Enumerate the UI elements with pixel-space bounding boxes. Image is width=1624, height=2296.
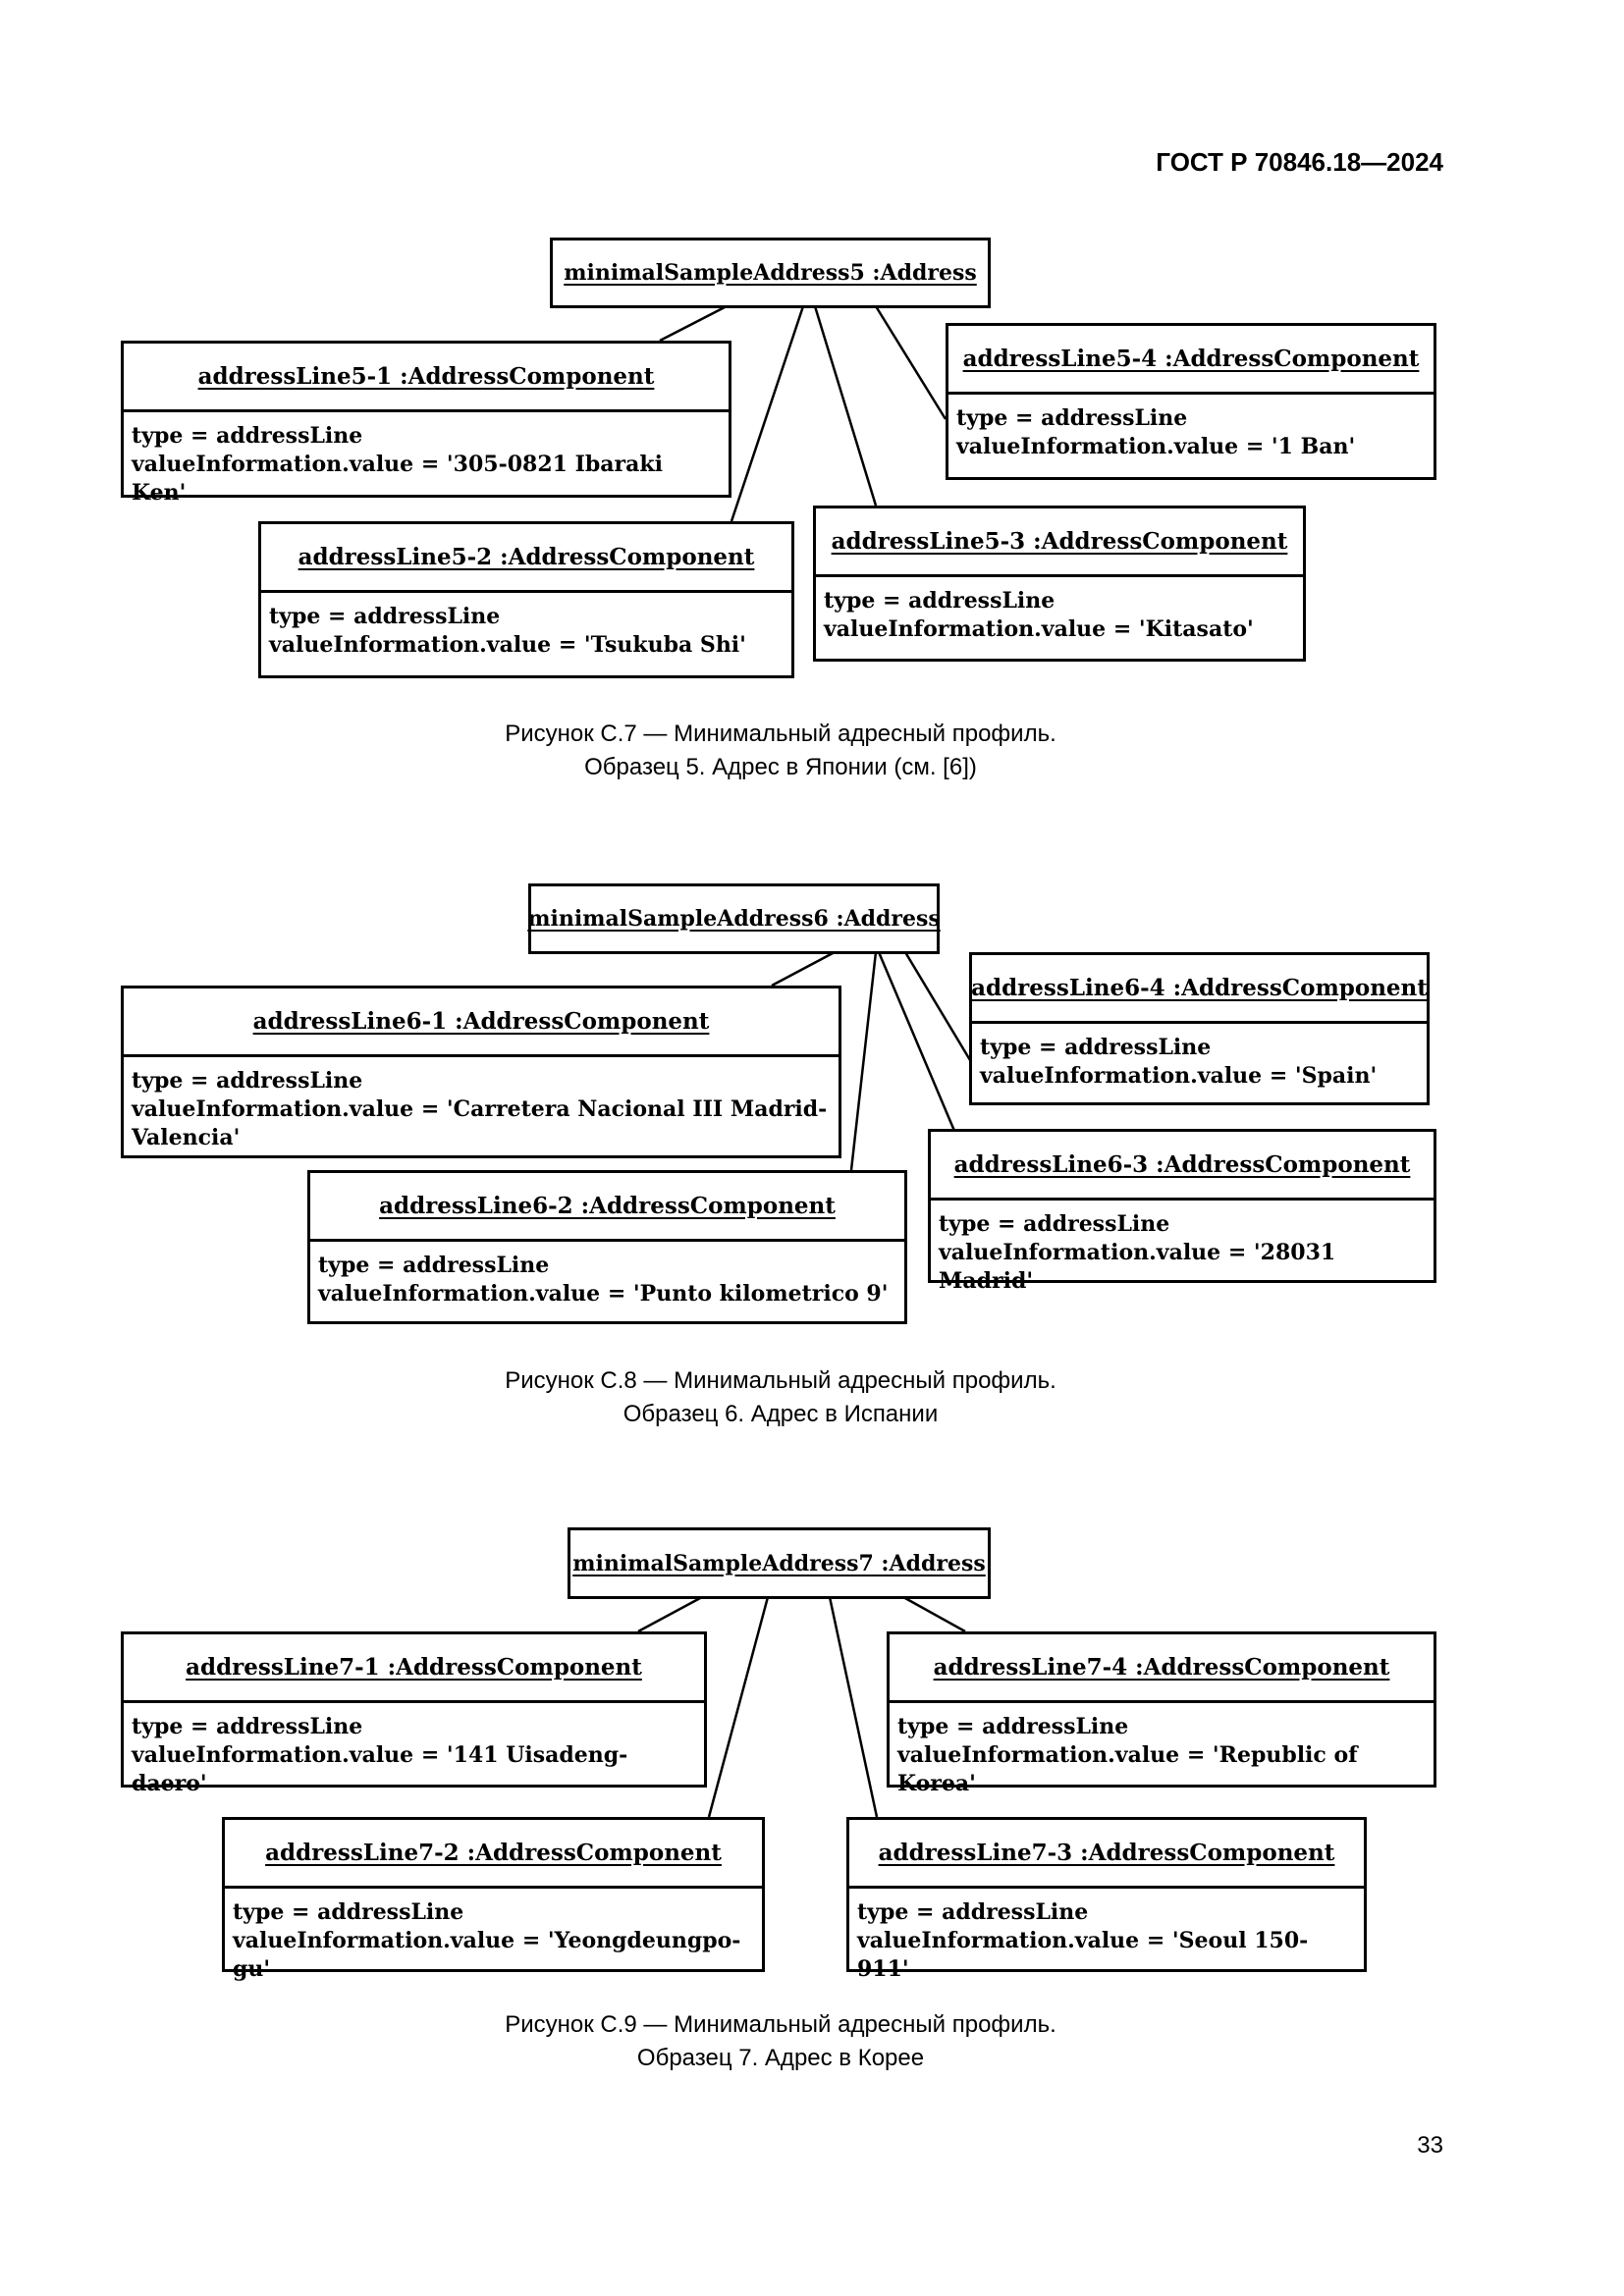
attribute-type: type = addressLine bbox=[269, 604, 501, 629]
attribute-value: valueInformation.value = '1 Ban' bbox=[956, 434, 1356, 459]
component-box-title: addressLine6-1 :AddressComponent bbox=[124, 988, 839, 1057]
component-box-6-2: addressLine6-2 :AddressComponent type = … bbox=[307, 1170, 907, 1324]
connector-7-2 bbox=[707, 1596, 770, 1818]
component-box-title: addressLine5-2 :AddressComponent bbox=[261, 524, 791, 593]
component-box-title: addressLine5-3 :AddressComponent bbox=[816, 508, 1303, 577]
component-box-title: addressLine6-2 :AddressComponent bbox=[310, 1173, 904, 1242]
component-box-title: addressLine6-4 :AddressComponent bbox=[971, 955, 1428, 1024]
attribute-value: valueInformation.value = 'Seoul 150-911' bbox=[857, 1928, 1309, 1982]
component-box-title: addressLine7-2 :AddressComponent bbox=[225, 1820, 762, 1889]
root-box-address6: minimalSampleAddress6 :Address bbox=[527, 883, 941, 954]
component-box-6-3: addressLine6-3 :AddressComponent type = … bbox=[928, 1129, 1436, 1294]
component-box-6-1: addressLine6-1 :AddressComponent type = … bbox=[121, 986, 841, 1158]
attribute-type: type = addressLine bbox=[897, 1714, 1129, 1739]
attribute-value: valueInformation.value = '28031 Madrid' bbox=[939, 1240, 1343, 1294]
component-box-7-3: addressLine7-3 :AddressComponent type = … bbox=[846, 1817, 1367, 1982]
component-box-attributes: type = addressLine valueInformation.valu… bbox=[849, 1889, 1364, 1984]
component-box-5-3: addressLine5-3 :AddressComponent type = … bbox=[813, 506, 1306, 662]
root-box-title: minimalSampleAddress7 :Address bbox=[572, 1550, 986, 1576]
attribute-type: type = addressLine bbox=[980, 1035, 1212, 1060]
component-box-attributes: type = addressLine valueInformation.valu… bbox=[124, 1703, 704, 1798]
component-box-title: addressLine7-4 :AddressComponent bbox=[890, 1634, 1434, 1703]
component-box-7-2: addressLine7-2 :AddressComponent type = … bbox=[222, 1817, 765, 1982]
figure-caption-c9: Рисунок С.9 — Минимальный адресный профи… bbox=[295, 2008, 1267, 2075]
connector-5-3 bbox=[813, 305, 878, 507]
attribute-type: type = addressLine bbox=[132, 423, 363, 449]
connector-6-2 bbox=[849, 951, 878, 1171]
attribute-value: valueInformation.value = '305-0821 Ibara… bbox=[132, 452, 671, 506]
component-box-5-2: addressLine5-2 :AddressComponent type = … bbox=[258, 521, 794, 678]
caption-line-1: Рисунок С.9 — Минимальный адресный профи… bbox=[505, 2011, 1056, 2038]
root-box-address5: minimalSampleAddress5 :Address bbox=[550, 238, 991, 308]
component-box-attributes: type = addressLine valueInformation.valu… bbox=[124, 412, 729, 507]
attribute-value: valueInformation.value = '141 Uisadeng-d… bbox=[132, 1742, 628, 1796]
attribute-value: valueInformation.value = 'Kitasato' bbox=[824, 616, 1254, 642]
component-box-title: addressLine7-3 :AddressComponent bbox=[849, 1820, 1364, 1889]
component-box-6-4: addressLine6-4 :AddressComponent type = … bbox=[969, 952, 1430, 1105]
attribute-type: type = addressLine bbox=[857, 1899, 1089, 1925]
connector-7-3 bbox=[828, 1596, 879, 1818]
attribute-value: valueInformation.value = 'Republic of Ko… bbox=[897, 1742, 1366, 1796]
page-number: 33 bbox=[1417, 2132, 1443, 2159]
connector-6-3 bbox=[877, 951, 956, 1132]
component-box-attributes: type = addressLine valueInformation.valu… bbox=[972, 1024, 1427, 1091]
figure-caption-c8: Рисунок С.8 — Минимальный адресный профи… bbox=[295, 1364, 1267, 1431]
component-box-title: addressLine7-1 :AddressComponent bbox=[124, 1634, 704, 1703]
component-box-attributes: type = addressLine valueInformation.valu… bbox=[261, 593, 791, 660]
caption-line-2: Образец 7. Адрес в Корее bbox=[636, 2045, 925, 2071]
figure-caption-c7: Рисунок С.7 — Минимальный адресный профи… bbox=[295, 718, 1267, 784]
component-box-title: addressLine6-3 :AddressComponent bbox=[931, 1132, 1434, 1201]
caption-line-2: Образец 5. Адрес в Японии (см. [6]) bbox=[584, 754, 977, 780]
attribute-type: type = addressLine bbox=[956, 405, 1188, 431]
component-box-attributes: type = addressLine valueInformation.valu… bbox=[816, 577, 1303, 644]
connector-6-4 bbox=[903, 951, 972, 1061]
attribute-type: type = addressLine bbox=[233, 1899, 464, 1925]
connector-5-4 bbox=[874, 305, 947, 420]
attribute-value: valueInformation.value = 'Carretera Naci… bbox=[132, 1096, 828, 1150]
attribute-type: type = addressLine bbox=[132, 1714, 363, 1739]
root-box-title: minimalSampleAddress5 :Address bbox=[564, 260, 977, 286]
component-box-5-4: addressLine5-4 :AddressComponent type = … bbox=[946, 323, 1436, 480]
attribute-value: valueInformation.value = 'Spain' bbox=[980, 1063, 1378, 1089]
component-box-attributes: type = addressLine valueInformation.valu… bbox=[124, 1057, 839, 1152]
connector-7-1 bbox=[637, 1595, 703, 1633]
caption-line-1: Рисунок С.7 — Минимальный адресный профи… bbox=[505, 721, 1056, 747]
attribute-type: type = addressLine bbox=[939, 1211, 1170, 1237]
attribute-value: valueInformation.value = 'Yeongdeungpo-g… bbox=[233, 1928, 741, 1982]
component-box-attributes: type = addressLine valueInformation.valu… bbox=[931, 1201, 1434, 1296]
attribute-type: type = addressLine bbox=[318, 1253, 550, 1278]
component-box-5-1: addressLine5-1 :AddressComponent type = … bbox=[121, 341, 731, 506]
attribute-value: valueInformation.value = 'Punto kilometr… bbox=[318, 1281, 889, 1307]
root-box-address7: minimalSampleAddress7 :Address bbox=[568, 1527, 991, 1599]
caption-line-2: Образец 6. Адрес в Испании bbox=[623, 1401, 939, 1427]
component-box-attributes: type = addressLine valueInformation.valu… bbox=[225, 1889, 762, 1984]
document-standard-header: ГОСТ Р 70846.18—2024 bbox=[1156, 147, 1443, 177]
connector-7-4 bbox=[902, 1595, 966, 1633]
attribute-type: type = addressLine bbox=[132, 1068, 363, 1094]
component-box-attributes: type = addressLine valueInformation.valu… bbox=[948, 395, 1434, 461]
component-box-7-1: addressLine7-1 :AddressComponent type = … bbox=[121, 1631, 707, 1796]
component-box-title: addressLine5-4 :AddressComponent bbox=[948, 326, 1434, 395]
component-box-attributes: type = addressLine valueInformation.valu… bbox=[310, 1242, 904, 1308]
attribute-value: valueInformation.value = 'Tsukuba Shi' bbox=[269, 632, 746, 658]
root-box-title: minimalSampleAddress6 :Address bbox=[527, 906, 941, 932]
component-box-7-4: addressLine7-4 :AddressComponent type = … bbox=[887, 1631, 1436, 1796]
caption-line-1: Рисунок С.8 — Минимальный адресный профи… bbox=[505, 1367, 1056, 1394]
connector-6-1 bbox=[771, 950, 836, 988]
connector-5-2 bbox=[730, 305, 805, 522]
component-box-title: addressLine5-1 :AddressComponent bbox=[124, 344, 729, 412]
connector-5-1 bbox=[659, 304, 728, 343]
component-box-attributes: type = addressLine valueInformation.valu… bbox=[890, 1703, 1434, 1798]
attribute-type: type = addressLine bbox=[824, 588, 1056, 614]
